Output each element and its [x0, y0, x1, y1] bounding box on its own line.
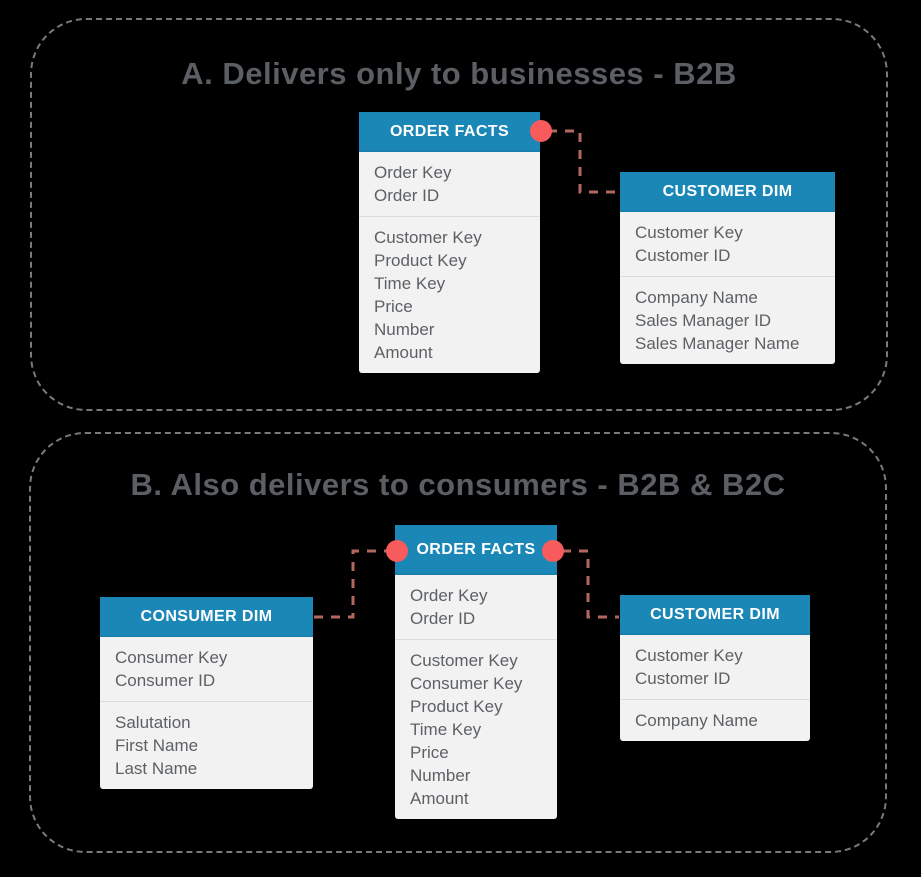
table-field: Customer ID	[635, 669, 731, 688]
table-body: Order Key Order ID Customer Key Product …	[359, 152, 540, 373]
table-field: Consumer ID	[115, 671, 216, 690]
table-field: Time Key	[374, 274, 446, 293]
table-field: Product Key	[374, 251, 467, 270]
table-customer-dim-a: CUSTOMER DIM Customer Key Customer ID Co…	[620, 172, 835, 364]
table-consumer-dim-b: CONSUMER DIM Consumer Key Consumer ID Sa…	[100, 597, 313, 789]
table-body: Customer Key Customer ID Company Name	[620, 635, 810, 741]
table-body: Customer Key Customer ID Company Name Sa…	[620, 212, 835, 364]
attribute-fields-section: Customer Key Consumer Key Product Key Ti…	[395, 639, 557, 819]
panel-b2b-b2c: B. Also delivers to consumers - B2B & B2…	[29, 432, 887, 853]
table-field: Number	[374, 320, 435, 339]
table-title: CONSUMER DIM	[140, 608, 273, 625]
table-field: Consumer Key	[115, 648, 228, 667]
table-body: Order Key Order ID Customer Key Consumer…	[395, 575, 557, 819]
table-field: Price	[410, 743, 449, 762]
table-field: Customer Key	[635, 223, 743, 242]
table-field: Consumer Key	[410, 674, 523, 693]
table-order-facts-b: ORDER FACTS Order Key Order ID Customer …	[395, 525, 557, 819]
table-field: Order ID	[374, 186, 440, 205]
table-field: Amount	[410, 789, 469, 808]
attribute-fields-section: Salutation First Name Last Name	[100, 701, 313, 789]
key-fields-section: Order Key Order ID	[395, 575, 557, 639]
table-field: Company Name	[635, 288, 758, 307]
table-field: Last Name	[115, 759, 198, 778]
table-body: Consumer Key Consumer ID Salutation Firs…	[100, 637, 313, 789]
panel-a-title: A. Delivers only to businesses - B2B	[181, 56, 737, 91]
table-order-facts-a: ORDER FACTS Order Key Order ID Customer …	[359, 112, 540, 373]
table-field: Sales Manager ID	[635, 311, 772, 330]
table-title: ORDER FACTS	[416, 541, 536, 558]
table-field: Salutation	[115, 713, 191, 732]
table-field: First Name	[115, 736, 199, 755]
table-title: CUSTOMER DIM	[662, 183, 793, 200]
panel-b-title: B. Also delivers to consumers - B2B & B2…	[130, 467, 786, 502]
key-fields-section: Customer Key Customer ID	[620, 212, 835, 276]
table-header: ORDER FACTS	[395, 525, 557, 575]
table-field: Amount	[374, 343, 433, 362]
table-field: Customer Key	[374, 228, 482, 247]
table-field: Order Key	[374, 163, 452, 182]
table-field: Customer ID	[635, 246, 731, 265]
table-field: Customer Key	[410, 651, 518, 670]
table-header: CUSTOMER DIM	[620, 172, 835, 212]
key-fields-section: Consumer Key Consumer ID	[100, 637, 313, 701]
table-field: Order Key	[410, 586, 488, 605]
table-field: Customer Key	[635, 646, 743, 665]
table-field: Order ID	[410, 609, 476, 628]
attribute-fields-section: Customer Key Product Key Time Key Price …	[359, 216, 540, 373]
table-field: Sales Manager Name	[635, 334, 800, 353]
table-title: CUSTOMER DIM	[650, 606, 780, 623]
table-customer-dim-b: CUSTOMER DIM Customer Key Customer ID Co…	[620, 595, 810, 741]
table-field: Time Key	[410, 720, 482, 739]
table-title: ORDER FACTS	[389, 123, 510, 140]
attribute-fields-section: Company Name	[620, 699, 810, 741]
attribute-fields-section: Company Name Sales Manager ID Sales Mana…	[620, 276, 835, 364]
table-header: ORDER FACTS	[359, 112, 540, 152]
table-field: Company Name	[635, 711, 758, 730]
key-fields-section: Order Key Order ID	[359, 152, 540, 216]
key-fields-section: Customer Key Customer ID	[620, 635, 810, 699]
table-header: CUSTOMER DIM	[620, 595, 810, 635]
table-header: CONSUMER DIM	[100, 597, 313, 637]
table-field: Product Key	[410, 697, 503, 716]
table-field: Price	[374, 297, 413, 316]
panel-b2b: A. Delivers only to businesses - B2B	[30, 18, 888, 411]
table-field: Number	[410, 766, 471, 785]
